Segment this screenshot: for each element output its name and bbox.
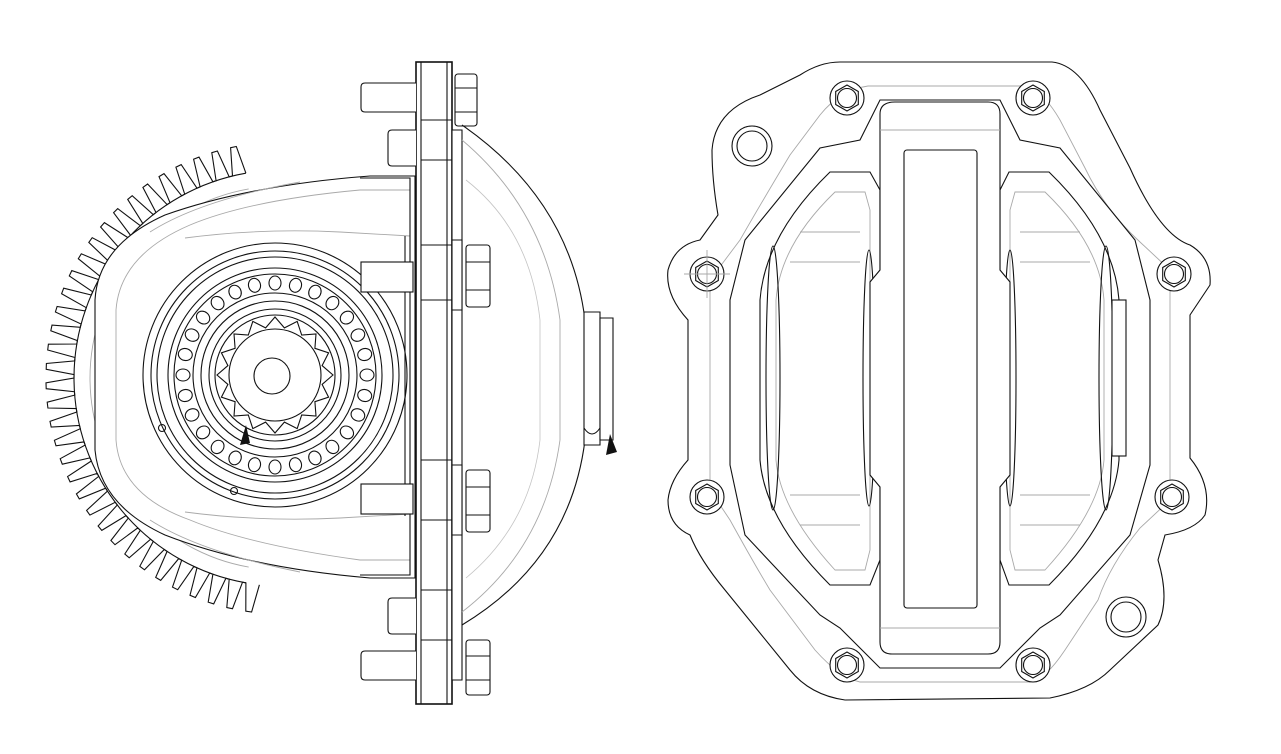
mounting-bolt <box>689 479 725 515</box>
bearing-ball <box>350 408 366 422</box>
center-mark <box>684 250 730 298</box>
mounting-bolts <box>689 80 1192 683</box>
bearing-saddle-left <box>759 171 881 586</box>
bearing-ball <box>339 425 355 440</box>
bearing-ball <box>184 328 200 342</box>
mounting-bolt <box>829 80 865 116</box>
bearing-ball <box>175 368 191 382</box>
bolt-head <box>454 73 478 127</box>
mounting-bolt <box>829 647 865 683</box>
cover-dome <box>461 124 586 626</box>
flange-plate <box>415 61 463 705</box>
bolt-head <box>465 639 491 696</box>
mounting-bolt <box>731 125 773 167</box>
housing-side <box>360 177 414 576</box>
bearing-ball <box>177 388 193 403</box>
bearing-ball <box>308 284 322 300</box>
bearing-ball <box>247 277 262 293</box>
cover-plate-outline <box>667 61 1211 701</box>
bearing-balls <box>175 275 375 475</box>
front-view <box>667 61 1211 701</box>
pinion-spline <box>216 316 334 445</box>
bearing-ball <box>268 459 282 475</box>
bearing-ball <box>177 347 193 362</box>
bearing-ball <box>195 310 211 325</box>
bearing-ball <box>184 408 200 422</box>
center-rib <box>869 101 1011 655</box>
bearing-ball <box>339 310 355 325</box>
bearing-ball <box>359 368 375 382</box>
bearing-ball <box>228 284 242 300</box>
bearing-ball <box>288 457 303 473</box>
mounting-bolt <box>1105 596 1147 638</box>
bearing-ball <box>247 457 262 473</box>
mounting-bolt <box>1015 647 1051 683</box>
bearing-ball <box>325 295 340 311</box>
bearing-ball <box>195 425 211 440</box>
carrier-bearing <box>142 242 408 508</box>
mounting-bolt <box>1154 479 1190 515</box>
bolt-hole <box>157 423 167 433</box>
bearing-ball <box>325 439 340 455</box>
bearing-ball <box>350 328 366 342</box>
side-view <box>45 61 617 705</box>
studs <box>360 82 416 681</box>
bolts <box>454 73 491 696</box>
spline-tooth-profile <box>216 316 334 434</box>
mounting-bolt <box>1156 256 1192 292</box>
bearing-saddle-right <box>999 171 1127 586</box>
bearing-ball <box>308 450 322 466</box>
bolt-head <box>465 469 491 533</box>
housing-body <box>94 175 416 579</box>
marker-arrow <box>240 425 250 445</box>
bearing-ball <box>288 277 303 293</box>
bearing-ball <box>268 275 282 291</box>
bearing-ball <box>210 439 225 455</box>
marker-arrow <box>606 434 617 455</box>
bolt-head <box>465 244 491 308</box>
bolt-hole <box>229 486 239 496</box>
bearing-ball <box>357 388 373 403</box>
breather-plug <box>583 311 617 455</box>
gear-root-circle <box>73 172 246 584</box>
bearing-ball <box>210 295 225 311</box>
bearing-ball <box>228 450 242 466</box>
bearing-ball <box>357 347 373 362</box>
mounting-bolt <box>1015 80 1051 116</box>
